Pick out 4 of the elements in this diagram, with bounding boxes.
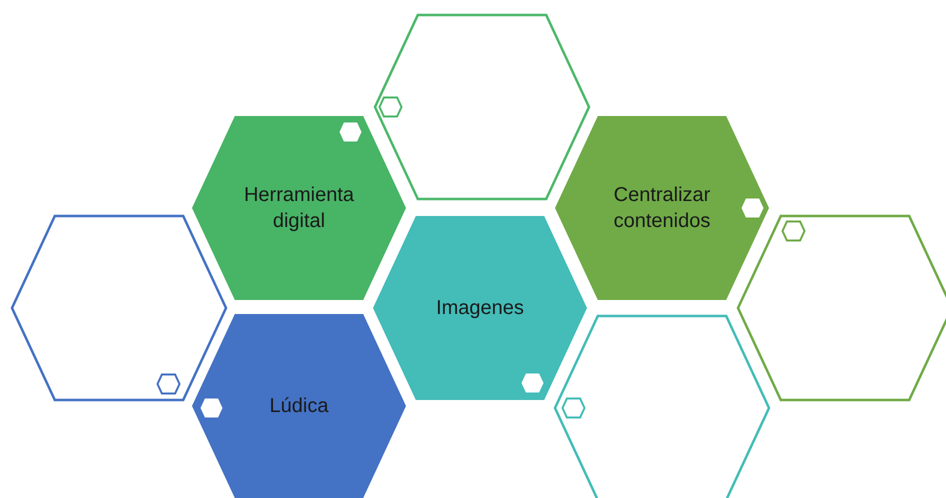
hexagon-label: Centralizar contenidos bbox=[612, 183, 712, 234]
hexagon-label: Imagenes bbox=[436, 296, 524, 321]
hexagon-label: Herramienta digital bbox=[242, 183, 356, 234]
hexagon-label: Lúdica bbox=[270, 394, 328, 419]
